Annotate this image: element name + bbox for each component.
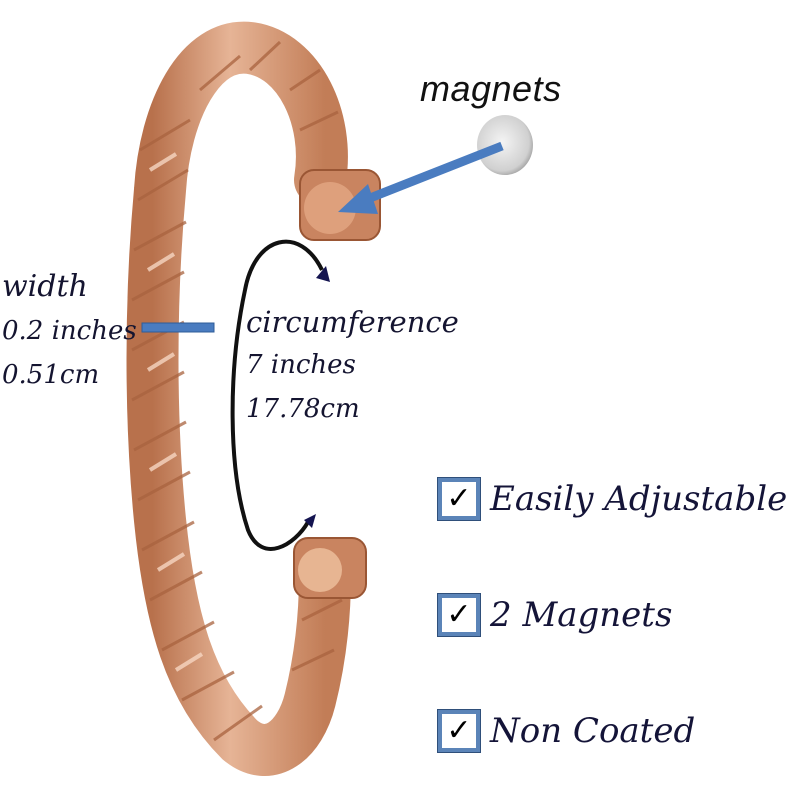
feature-label: Non Coated	[490, 711, 696, 751]
feature-label: Easily Adjustable	[490, 479, 788, 519]
checkbox-icon: ✓	[437, 477, 481, 521]
feature-non-coated: ✓ Non Coated	[437, 709, 696, 753]
magnets-label: magnets	[420, 68, 562, 109]
circumference-arc-icon	[230, 239, 330, 551]
circumference-cm: 17.78cm	[246, 394, 360, 424]
magnet-pointer-arrow-icon	[338, 141, 504, 214]
width-cm: 0.51cm	[2, 360, 100, 390]
feature-easily-adjustable: ✓ Easily Adjustable	[437, 477, 788, 521]
width-label: width	[2, 269, 88, 304]
bottom-magnet-disc	[298, 548, 342, 592]
copper-cuff	[126, 21, 381, 776]
width-inches: 0.2 inches	[2, 316, 137, 346]
magnet-icon	[477, 115, 533, 175]
top-magnet-disc	[304, 182, 356, 234]
feature-label: 2 Magnets	[490, 595, 673, 635]
checkbox-icon: ✓	[437, 709, 481, 753]
width-measure-bar-icon	[141, 322, 215, 333]
feature-2-magnets: ✓ 2 Magnets	[437, 593, 673, 637]
circumference-inches: 7 inches	[246, 350, 356, 380]
checkbox-icon: ✓	[437, 593, 481, 637]
circumference-label: circumference	[246, 305, 459, 339]
